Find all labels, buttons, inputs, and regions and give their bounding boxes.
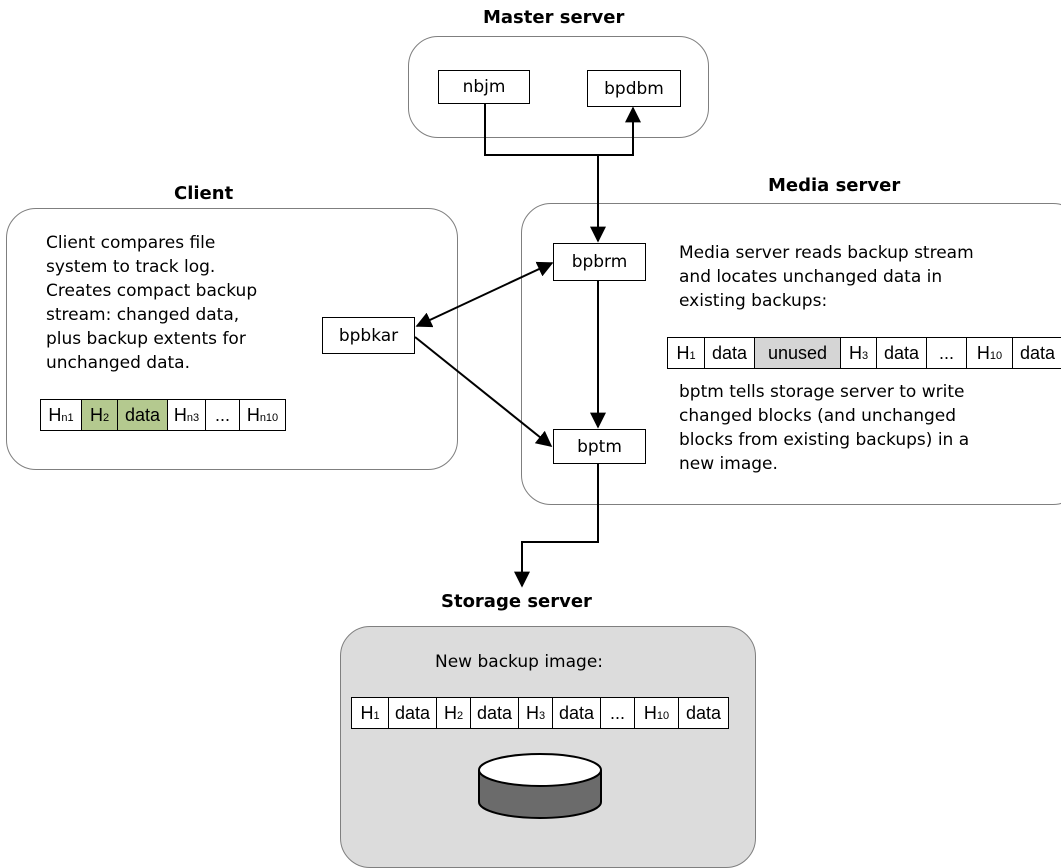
- client-description-line: unchanged data.: [46, 353, 191, 373]
- data-block: data: [678, 698, 728, 728]
- nbjm-box: nbjm: [438, 70, 530, 104]
- header-letter: H: [173, 404, 187, 425]
- block-label: data: [1019, 342, 1056, 363]
- media-server-title: Media server: [768, 175, 901, 196]
- block-label: data: [394, 702, 431, 723]
- header-letter: H: [676, 342, 690, 363]
- block-label: ...: [609, 702, 625, 723]
- header-letter: H: [976, 342, 990, 363]
- ellipsis-block: ...: [600, 698, 634, 728]
- data-block: data: [704, 338, 754, 368]
- media-description-line: existing backups:: [679, 291, 828, 311]
- media-description-line: and locates unchanged data in: [679, 267, 943, 287]
- header-subscript: 1: [373, 710, 380, 722]
- header-subscript: n10: [259, 412, 279, 424]
- client-description: Client compares file system to track log…: [46, 231, 257, 375]
- block-label: data: [124, 404, 161, 425]
- data-block: data: [876, 338, 926, 368]
- header-subscript: 10: [989, 350, 1003, 362]
- data-block: data: [117, 400, 167, 430]
- storage-server-panel: [340, 626, 756, 868]
- header-subscript: 3: [538, 710, 546, 722]
- block-label: data: [476, 702, 513, 723]
- block-label: ...: [214, 404, 230, 425]
- client-description-line: Client compares file: [46, 233, 216, 253]
- storage-description: New backup image:: [435, 652, 604, 672]
- header-letter: H: [525, 702, 539, 723]
- data-block: data: [1012, 338, 1061, 368]
- block-label: data: [883, 342, 920, 363]
- data-block: data: [552, 698, 600, 728]
- header-letter: H: [643, 702, 657, 723]
- header-subscript: 2: [102, 412, 110, 424]
- client-description-line: plus backup extents for: [46, 329, 246, 349]
- storage-server-title: Storage server: [441, 591, 592, 612]
- unused-block: unused: [754, 338, 840, 368]
- data-block: data: [388, 698, 436, 728]
- master-server-title: Master server: [483, 7, 625, 28]
- header-letter: H: [89, 404, 103, 425]
- media-description-line: bptm tells storage server to write: [679, 382, 965, 402]
- bpbrm-box: bpbrm: [553, 243, 646, 281]
- media-description-line: new image.: [679, 454, 778, 474]
- block-label: data: [558, 702, 595, 723]
- header-subscript: n3: [186, 412, 200, 424]
- header-subscript: 3: [861, 350, 869, 362]
- block-label: data: [685, 702, 722, 723]
- header-letter: H: [443, 702, 457, 723]
- media-description-line: changed blocks (and unchanged: [679, 406, 957, 426]
- header-subscript: 10: [656, 710, 670, 722]
- header-letter: H: [48, 404, 62, 425]
- header-letter: H: [246, 404, 260, 425]
- block-label: data: [711, 342, 748, 363]
- block-label: unused: [767, 342, 828, 363]
- media-description-line: blocks from existing backups) in a: [679, 430, 970, 450]
- media-description-line: Media server reads backup stream: [679, 243, 974, 263]
- client-title: Client: [174, 183, 234, 204]
- header-letter: H: [360, 702, 374, 723]
- header-subscript: n1: [61, 412, 74, 424]
- bpdbm-box: bpdbm: [587, 70, 681, 107]
- bpbkar-box: bpbkar: [322, 317, 415, 354]
- bptm-box: bptm: [553, 429, 646, 464]
- ellipsis-block: ...: [205, 400, 239, 430]
- client-description-line: system to track log.: [46, 257, 216, 277]
- media-description-bottom: bptm tells storage server to write chang…: [679, 380, 969, 476]
- header-subscript: 1: [689, 350, 696, 362]
- header-subscript: 2: [456, 710, 464, 722]
- ellipsis-block: ...: [926, 338, 966, 368]
- client-description-line: Creates compact backup: [46, 281, 258, 301]
- data-block: data: [470, 698, 518, 728]
- media-description-top: Media server reads backup stream and loc…: [679, 241, 974, 313]
- client-description-line: stream: changed data,: [46, 305, 240, 325]
- block-label: ...: [938, 342, 954, 363]
- header-letter: H: [848, 342, 862, 363]
